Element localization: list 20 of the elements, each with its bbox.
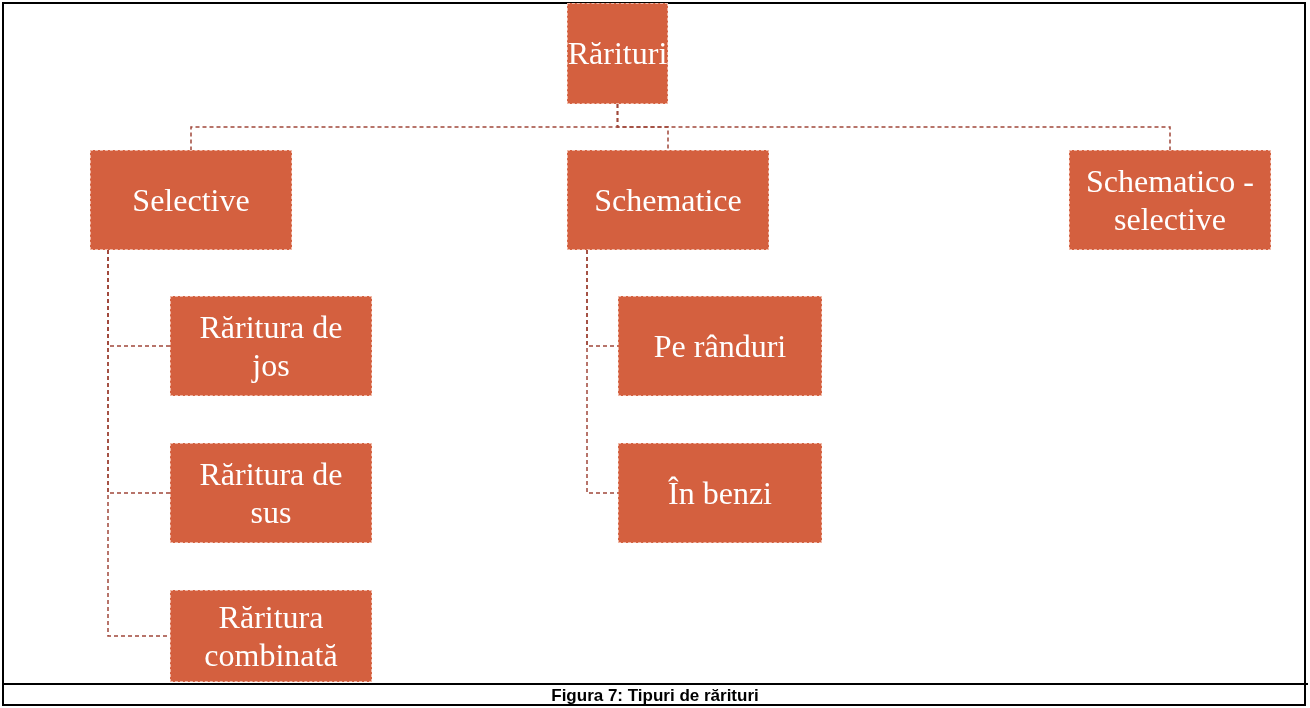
box-label: În benzi xyxy=(668,473,772,513)
category-box xyxy=(1069,150,1271,250)
category-box xyxy=(90,150,292,250)
category-box xyxy=(170,443,372,543)
category-box xyxy=(170,590,372,682)
category-box xyxy=(567,150,769,250)
box-label: Răritura combinată xyxy=(203,597,339,675)
box-label: Selective xyxy=(132,180,250,220)
box-label: Răritura de sus xyxy=(198,454,344,532)
box-label: Schematico -selective xyxy=(1085,161,1255,239)
box-label: Schematice xyxy=(594,180,742,220)
category-box xyxy=(567,3,668,104)
box-label: Răritura de jos xyxy=(198,307,344,385)
figure-caption: Figura 7: Tipuri de rărituri xyxy=(550,686,760,706)
box-label: Rărituri xyxy=(567,34,668,73)
box-label: Pe rânduri xyxy=(653,326,787,366)
connector-line xyxy=(616,103,1171,151)
category-box xyxy=(618,443,822,543)
category-box xyxy=(170,296,372,396)
category-box xyxy=(618,296,822,396)
